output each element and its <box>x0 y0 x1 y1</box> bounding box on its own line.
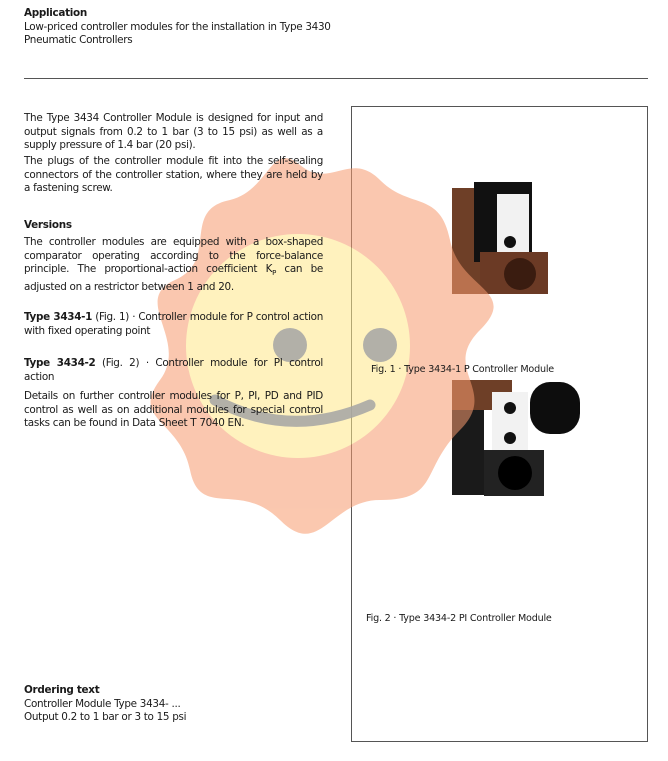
application-text: Low-priced controller modules for the in… <box>24 20 331 47</box>
versions-text: The controller modules are equipped with… <box>24 236 323 294</box>
ordering-heading: Ordering text <box>24 684 100 696</box>
versions-heading: Versions <box>24 219 72 231</box>
ordering-line2: Output 0.2 to 1 bar or 3 to 15 psi <box>24 711 187 724</box>
fig1-caption: Fig. 1 · Type 3434-1 P Controller Module <box>371 364 555 375</box>
ordering-line1: Controller Module Type 3434- ... <box>24 697 181 710</box>
fig2-caption: Fig. 2 · Type 3434-2 PI Controller Modul… <box>366 613 552 624</box>
application-section: Application Low-priced controller module… <box>24 7 344 48</box>
type1-label: Type 3434-1 <box>24 311 93 323</box>
application-heading: Application <box>24 7 87 19</box>
fig2-device-image <box>452 380 582 500</box>
type1-desc: Type 3434-1 (Fig. 1) · Controller module… <box>24 311 323 338</box>
details-text: Details on further controller modules fo… <box>24 390 323 430</box>
type2-label: Type 3434-2 <box>24 357 96 369</box>
type2-desc: Type 3434-2 (Fig. 2) · Controller module… <box>24 357 323 384</box>
intro-p2: The plugs of the controller module fit i… <box>24 155 323 195</box>
intro-p1: The Type 3434 Controller Module is desig… <box>24 112 323 152</box>
ordering-section: Ordering text Controller Module Type 343… <box>24 684 187 725</box>
divider <box>24 78 648 79</box>
fig1-device-image <box>452 182 552 297</box>
